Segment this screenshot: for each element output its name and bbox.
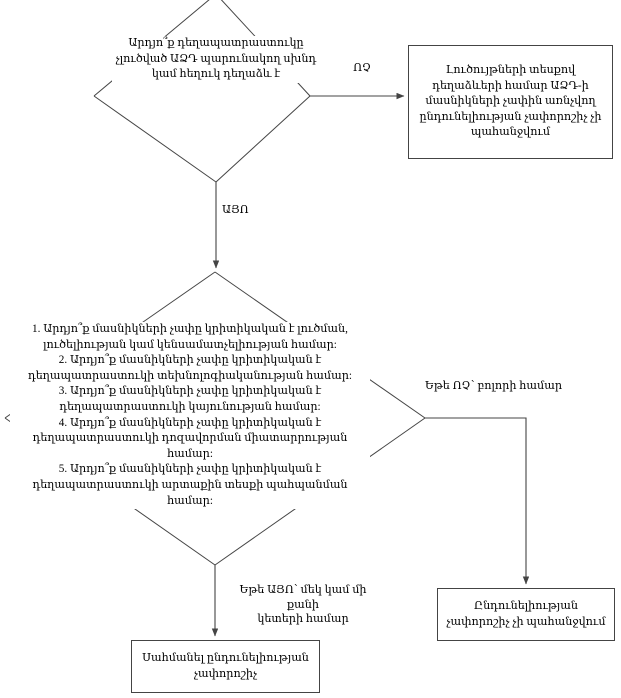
edge-label-no: ՈՉ xyxy=(340,61,384,76)
decision-question-list: 1. Արդյո՞ք մասնիկների չափը կրիտիկական է … xyxy=(10,322,370,509)
decision-question-item: 3. Արդյո՞ք մասնիկների չափը կրիտիկական է … xyxy=(58,385,322,413)
decision-question-item: 2. Արդյո՞ք մասնիկների չափը կրիտիկական է … xyxy=(27,354,353,382)
edge-label-if-no-all: Եթե ՈՉ՝ բոլորի համար xyxy=(416,379,571,394)
decision-diamond-2-text: 1. Արդյո՞ք մասնիկների չափը կրիտիկական է … xyxy=(10,322,370,510)
edge-label-if-yes-some: Եթե ԱՅՈ՝ մեկ կամ մի քանի կետերի համար xyxy=(227,583,379,627)
edge-label-yes: ԱՅՈ xyxy=(222,203,272,218)
connector-if-no-all-to-no-criteria-box xyxy=(425,417,530,585)
decision-diamond-1-shape xyxy=(93,0,311,183)
decision-question-item: 4. Արդյո՞ք մասնիկների չափը կրիտիկական է … xyxy=(32,416,348,460)
decision-question-item: 1. Արդյո՞ք մասնիկների չափը կրիտիկական է … xyxy=(32,323,348,351)
process-box-no-acceptance-criterion-solutions: Լուծույթների տեսքով դեղաձևերի համար ԱՁԴ-… xyxy=(408,45,613,159)
process-box-no-acceptance-criterion: Ընդունելիության չափորոշիչ չի պահանջվում xyxy=(437,588,615,641)
decision-diamond-1-text: Արդյո՞ք դեղապատրաստուկը չլուծված ԱՁԴ պար… xyxy=(112,36,320,83)
decision-question-item: 5. Արդյո՞ք մասնիկների չափը կրիտիկական է … xyxy=(32,463,348,507)
process-box-set-acceptance-criterion: Սահմանել ընդունելիության չափորոշիչ xyxy=(131,640,320,693)
